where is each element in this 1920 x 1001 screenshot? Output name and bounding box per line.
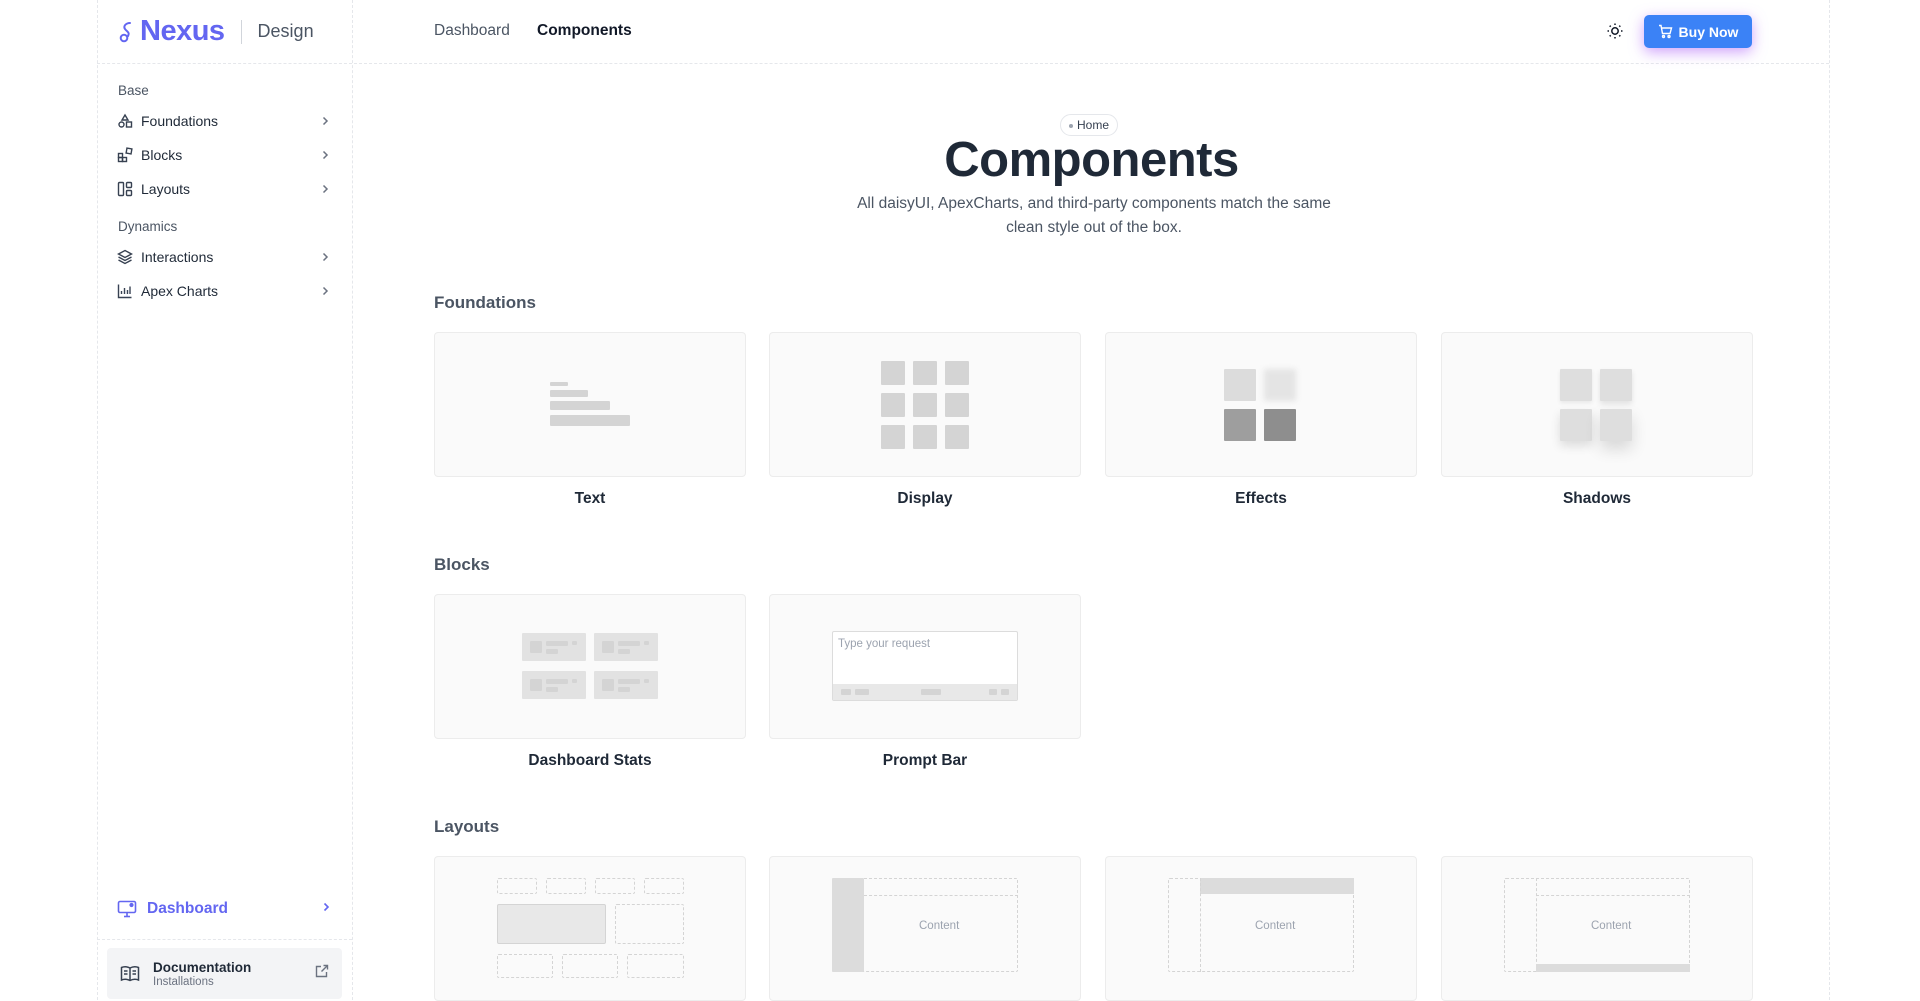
shapes-icon	[117, 113, 133, 129]
documentation-subtitle: Installations	[153, 975, 214, 988]
main-content: Home Components All daisyUI, ApexCharts,…	[354, 64, 1829, 1001]
card-layout-grid-preview[interactable]	[434, 856, 746, 1001]
card-layout-sidebar-preview[interactable]: Content	[769, 856, 1081, 1001]
nav-link-components[interactable]: Components	[537, 22, 632, 39]
documentation-card[interactable]: Documentation Installations	[107, 948, 342, 999]
card-layout-footer-preview[interactable]: Content	[1441, 856, 1753, 1001]
topbar: Dashboard Components Buy Now	[354, 0, 1829, 64]
monitor-icon	[117, 900, 137, 918]
card-prompt-bar-preview[interactable]: Type your request	[769, 594, 1081, 739]
sidebar-item-label: Apex Charts	[141, 283, 219, 299]
chevron-right-icon	[319, 115, 331, 127]
brand-divider	[240, 19, 242, 44]
sidebar-item-label: Foundations	[141, 113, 219, 129]
brand[interactable]: Nexus Design	[97, 0, 352, 64]
divider	[97, 939, 352, 940]
layout-icon	[117, 181, 133, 197]
card-label-effects[interactable]: Effects	[1235, 490, 1287, 507]
chart-icon	[117, 283, 133, 299]
nav-link-dashboard[interactable]: Dashboard	[434, 22, 510, 39]
cart-icon	[1658, 24, 1673, 39]
sidebar-dashboard-link[interactable]: Dashboard	[117, 893, 332, 925]
sidebar-item-apex-charts[interactable]: Apex Charts	[117, 274, 332, 308]
sidebar-item-layouts[interactable]: Layouts	[117, 172, 332, 206]
sidebar-item-foundations[interactable]: Foundations	[117, 104, 332, 138]
blocks-icon	[117, 147, 133, 163]
section-title-layouts: Layouts	[434, 817, 500, 836]
card-label-display[interactable]: Display	[897, 490, 953, 507]
page-frame	[97, 0, 1830, 1000]
chevron-right-icon	[319, 251, 331, 263]
brand-name: Nexus	[140, 15, 225, 47]
prompt-placeholder: Type your request	[838, 638, 931, 650]
logo-icon	[119, 21, 131, 42]
theme-toggle-sun-icon[interactable]	[1606, 22, 1624, 40]
card-shadows-preview[interactable]	[1441, 332, 1753, 477]
chevron-right-icon	[319, 183, 331, 195]
documentation-title: Documentation	[153, 959, 252, 975]
chevron-right-icon	[320, 900, 332, 918]
external-link-icon	[315, 964, 329, 983]
buy-now-button[interactable]: Buy Now	[1644, 15, 1752, 48]
chevron-right-icon	[319, 285, 331, 297]
nav-group-title: Base	[118, 83, 149, 98]
card-label-text[interactable]: Text	[574, 490, 606, 507]
section-title-blocks: Blocks	[434, 555, 490, 574]
sidebar-item-label: Interactions	[141, 249, 214, 265]
layout-content-text: Content	[919, 920, 960, 932]
sidebar-item-blocks[interactable]: Blocks	[117, 138, 332, 172]
layout-content-text: Content	[1591, 920, 1632, 932]
brand-sub: Design	[257, 21, 314, 41]
card-text-preview[interactable]	[434, 332, 746, 477]
page-description: All daisyUI, ApexCharts, and third-party…	[857, 195, 1331, 236]
chevron-right-icon	[319, 149, 331, 161]
nav-group-base: Base Foundations Blocks Layouts Dynamics	[97, 83, 352, 308]
book-icon	[120, 965, 140, 983]
sidebar-item-label: Layouts	[141, 181, 191, 197]
dashboard-link-label: Dashboard	[147, 900, 228, 917]
card-effects-preview[interactable]	[1105, 332, 1417, 477]
layers-icon	[117, 249, 133, 265]
card-display-preview[interactable]	[769, 332, 1081, 477]
nav-group-title: Dynamics	[118, 219, 178, 234]
sidebar-item-interactions[interactable]: Interactions	[117, 240, 332, 274]
page-title: Components	[944, 133, 1239, 187]
card-label-shadows[interactable]: Shadows	[1562, 490, 1632, 507]
card-label-prompt-bar[interactable]: Prompt Bar	[882, 752, 968, 769]
buy-now-label: Buy Now	[1678, 23, 1739, 40]
section-title-foundations: Foundations	[434, 293, 536, 312]
breadcrumb[interactable]: Home	[1060, 114, 1119, 136]
sidebar-item-label: Blocks	[141, 147, 183, 163]
card-label-dashboard-stats[interactable]: Dashboard Stats	[528, 752, 652, 769]
layout-content-text: Content	[1255, 920, 1296, 932]
prompt-input-mock: Type your request	[832, 631, 1018, 701]
card-layout-header-preview[interactable]: Content	[1105, 856, 1417, 1001]
card-dashboard-stats-preview[interactable]	[434, 594, 746, 739]
sidebar: Nexus Design Base Foundations Blocks Lay…	[97, 0, 353, 1000]
